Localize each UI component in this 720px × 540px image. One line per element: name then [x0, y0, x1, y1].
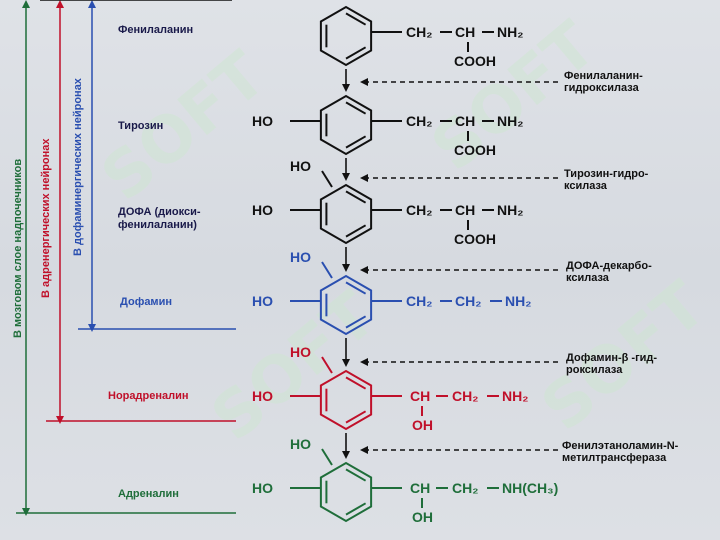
- ch-label: CH: [455, 202, 475, 218]
- enzyme-label-phenylalanine-hydroxylase: Фенилаланин- гидроксилаза: [564, 70, 643, 94]
- ch2-label: CH₂: [452, 388, 478, 404]
- amine-label: NH₂: [497, 24, 523, 40]
- hydroxyl-meta-label: HO: [290, 158, 311, 174]
- pathway-arrowhead: [342, 173, 350, 181]
- enzyme-arrowhead: [360, 358, 368, 366]
- ch2-label: CH₂: [455, 293, 481, 309]
- pathway-arrowhead: [342, 359, 350, 367]
- hydroxyl-meta-label: HO: [290, 344, 311, 360]
- compound-label-dopa: ДОФА (диокси- фенилаланин): [118, 206, 201, 231]
- hydroxyl-beta-label: OH: [412, 417, 433, 433]
- carboxyl-label: COOH: [454, 53, 496, 69]
- enzyme-label-dopa-decarboxylase: ДОФА-декарбо- ксилаза: [566, 260, 652, 284]
- molecule-nor: HO HO CH CH₂ NH₂ OH: [252, 344, 528, 433]
- enzyme-label-pnmt: Фенилэтаноламин-N- метилтрансфераза: [562, 440, 679, 464]
- amine-label: NH₂: [497, 113, 523, 129]
- hydroxyl-meta-label: HO: [290, 249, 311, 265]
- hydroxyl-meta-label: HO: [290, 436, 311, 452]
- benzene-ring-adr: [319, 461, 373, 523]
- benzene-ring-nor: [319, 369, 373, 431]
- amine-label: NH₂: [505, 293, 531, 309]
- enzyme-label-dopamine-hydroxylase: Дофамин-β -гид- роксилаза: [566, 352, 658, 376]
- ch-label: CH: [410, 388, 430, 404]
- hydroxyl-para-label: HO: [252, 388, 273, 404]
- compound-label-phenylalanine: Фенилаланин: [118, 24, 194, 36]
- enzyme-arrowhead: [360, 78, 368, 86]
- hydroxyl-para-label: HO: [252, 480, 273, 496]
- enzyme-arrowhead: [360, 174, 368, 182]
- hydroxyl-beta-label: OH: [412, 509, 433, 525]
- compound-label-noradrenaline: Норадреналин: [108, 390, 189, 402]
- column-lines: [16, 0, 236, 516]
- carboxyl-label: COOH: [454, 231, 496, 247]
- enzyme-arrowhead: [360, 266, 368, 274]
- amine-label: NH₂: [502, 388, 528, 404]
- benzene-ring-phe: [319, 5, 373, 67]
- compound-label-tyrosine: Тирозин: [118, 120, 164, 132]
- pathway-arrows: [342, 69, 350, 459]
- compound-label-dopamine: Дофамин: [120, 296, 172, 308]
- ch2-label: CH₂: [406, 113, 432, 129]
- molecule-adr: HO HO CH CH₂ NH(CH₃) OH: [252, 436, 558, 525]
- hydroxyl-para-label: HO: [252, 202, 273, 218]
- hydroxyl-para-label: HO: [252, 113, 273, 129]
- pathway-arrowhead: [342, 451, 350, 459]
- compound-label-adrenaline: Адреналин: [118, 488, 179, 500]
- ch2-label: CH₂: [406, 24, 432, 40]
- ch-label: CH: [455, 24, 475, 40]
- enzyme-arrows: [360, 78, 558, 454]
- benzene-ring-dopa: [319, 183, 373, 245]
- carboxyl-label: COOH: [454, 142, 496, 158]
- pathway-arrowhead: [342, 264, 350, 272]
- ch2-label: CH₂: [452, 480, 478, 496]
- methylamine-label: NH(CH₃): [502, 480, 558, 496]
- hydroxyl-para-label: HO: [252, 293, 273, 309]
- ch-label: CH: [410, 480, 430, 496]
- benzene-ring-tyr: [319, 94, 373, 156]
- ch2-label: CH₂: [406, 293, 432, 309]
- molecule-dopamine: HO HO CH₂ CH₂ NH₂: [252, 249, 531, 336]
- amine-label: NH₂: [497, 202, 523, 218]
- enzyme-label-tyrosine-hydroxylase: Тирозин-гидро- ксилаза: [564, 168, 649, 192]
- ch2-label: CH₂: [406, 202, 432, 218]
- ch-label: CH: [455, 113, 475, 129]
- enzyme-arrowhead: [360, 446, 368, 454]
- benzene-ring-dopamine: [319, 274, 373, 336]
- pathway-arrowhead: [342, 84, 350, 92]
